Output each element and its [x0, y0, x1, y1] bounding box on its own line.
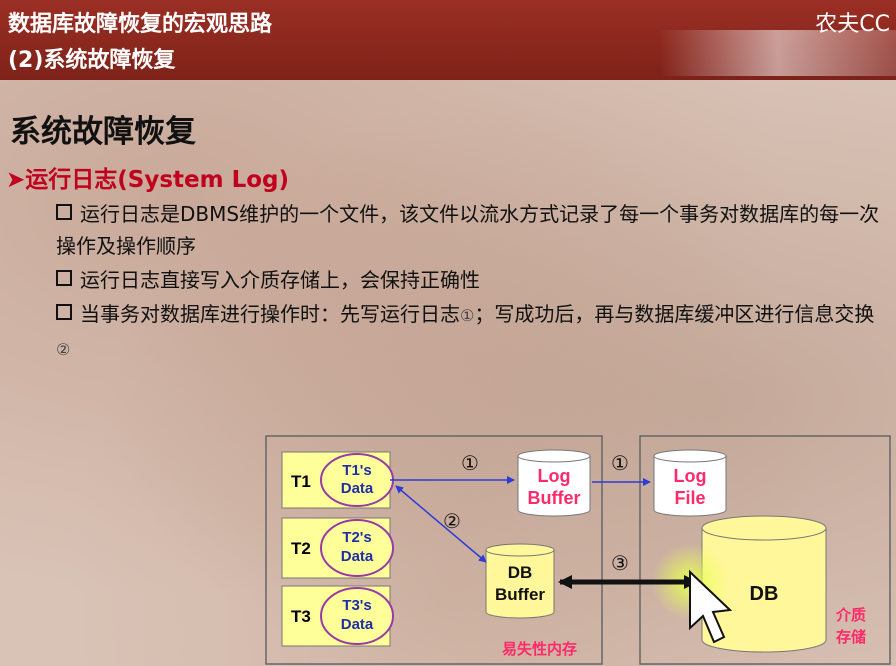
- section-bullet: ➤运行日志(System Log): [6, 167, 290, 193]
- volatile-memory-label: 易失性内存: [502, 640, 577, 658]
- point-2: 运行日志直接写入介质存储上，会保持正确性: [56, 264, 886, 296]
- point-3-text-b: ；写成功后，再与数据库缓冲区进行信息交换: [474, 302, 875, 326]
- transaction-t2: T2 T2's Data: [281, 517, 394, 579]
- db-label: DB: [750, 583, 779, 605]
- step-1b-label: ①: [611, 451, 629, 475]
- checkbox-square-icon: [56, 204, 72, 220]
- header-subtitle: (2)系统故障恢复: [8, 48, 176, 73]
- db-buffer-cylinder: DB Buffer: [485, 543, 555, 619]
- header-title: 数据库故障恢复的宏观思路: [8, 12, 273, 37]
- db-buffer-label: Buffer: [495, 585, 545, 604]
- watermark: 农夫CC: [815, 12, 890, 37]
- transaction-label: T3: [291, 607, 311, 626]
- transaction-label: T1: [291, 472, 311, 491]
- log-file-label: Log: [674, 466, 707, 486]
- transaction-label: T2: [291, 539, 311, 558]
- checkbox-square-icon: [56, 304, 72, 320]
- mouse-cursor-icon: [689, 569, 733, 644]
- point-2-text: 运行日志直接写入介质存储上，会保持正确性: [80, 268, 480, 292]
- checkbox-square-icon: [56, 270, 72, 286]
- step-2-label: ②: [443, 509, 461, 533]
- data-label: Data: [341, 616, 374, 633]
- data-label: T2's: [342, 529, 371, 546]
- circled-two: ②: [56, 340, 71, 359]
- log-file-label: File: [674, 488, 705, 508]
- header-glow: [660, 30, 896, 76]
- transaction-t3: T3 T3's Data: [281, 585, 394, 647]
- data-label: T3's: [342, 597, 371, 614]
- point-3-text-a: 当事务对数据库进行操作时：先写运行日志: [80, 302, 460, 326]
- point-3: 当事务对数据库进行操作时：先写运行日志①；写成功后，再与数据库缓冲区进行信息交换…: [56, 298, 886, 366]
- db-buffer-label: DB: [508, 563, 533, 582]
- point-1-text: 运行日志是DBMS维护的一个文件，该文件以流水方式记录了每一个事务对数据库的每一…: [56, 202, 880, 258]
- log-diagram: T1 T1's Data T2 T2's Data T3 T3's Data L…: [265, 435, 891, 665]
- db-cylinder: DB: [701, 515, 827, 653]
- log-buffer-cylinder: Log Buffer: [517, 449, 591, 517]
- data-label: Data: [341, 548, 374, 565]
- slide-title: 系统故障恢复: [10, 114, 196, 150]
- log-buffer-label: Log: [538, 466, 571, 486]
- log-buffer-label: Buffer: [528, 488, 581, 508]
- storage-panel: [639, 435, 891, 665]
- point-1: 运行日志是DBMS维护的一个文件，该文件以流水方式记录了每一个事务对数据库的每一…: [56, 198, 886, 262]
- transaction-t1: T1 T1's Data: [281, 451, 394, 509]
- media-storage-label: 介质: [835, 606, 866, 624]
- log-file-cylinder: Log File: [653, 449, 727, 517]
- arrow-data-db-buffer: [395, 485, 487, 563]
- slide-header: 数据库故障恢复的宏观思路 (2)系统故障恢复 农夫CC: [0, 0, 896, 80]
- data-label: T1's: [342, 462, 371, 479]
- data-label: Data: [341, 480, 374, 497]
- step-3-label: ③: [611, 551, 629, 575]
- memory-panel: [265, 435, 603, 665]
- circled-one: ①: [460, 306, 475, 325]
- media-storage-label: 存储: [836, 628, 866, 646]
- step-1-label: ①: [461, 451, 479, 475]
